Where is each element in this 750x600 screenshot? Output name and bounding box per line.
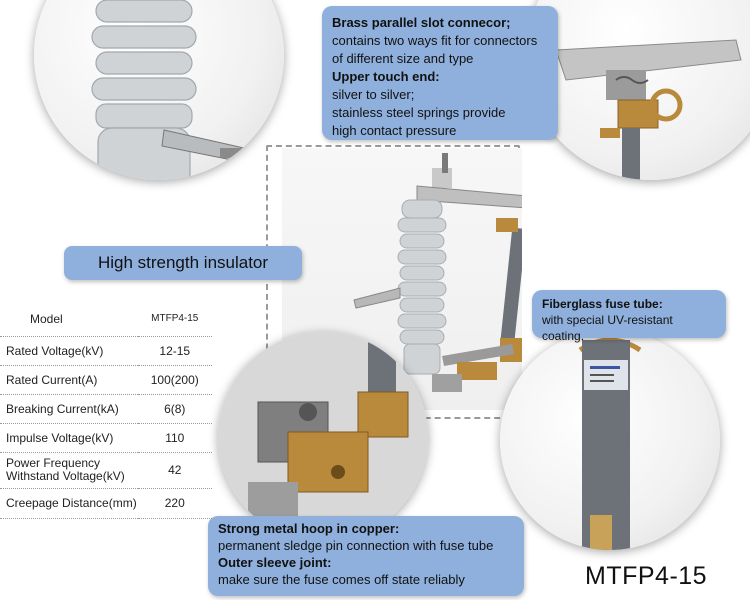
spec-label: Creepage Distance(mm) — [0, 488, 138, 519]
callout-text: make sure the fuse comes off state relia… — [218, 572, 465, 587]
fuse-cutout-illustration — [353, 153, 528, 392]
spec-label: Rated Voltage(kV) — [0, 336, 138, 366]
spec-label: Rated Current(A) — [0, 365, 138, 395]
callout-text: permanent sledge pin connection with fus… — [218, 538, 494, 553]
fuse-tube-closeup-graphic — [578, 337, 642, 550]
model-title: MTFP4-15 — [585, 562, 708, 590]
callout-title: Outer sleeve joint: — [218, 555, 332, 570]
spec-label: Impulse Voltage(kV) — [0, 423, 138, 453]
spec-value: MTFP4-15 — [137, 302, 212, 337]
callout-title: Strong metal hoop in copper: — [218, 521, 400, 536]
callout-text: contains two ways fit for connectors — [332, 33, 538, 48]
spec-table: Model MTFP4-15 Rated Voltage(kV) 12-15 R… — [0, 302, 212, 519]
hoop-closeup-graphic — [218, 332, 428, 542]
spec-row: Impulse Voltage(kV) 110 — [0, 423, 212, 453]
insulator-callout: High strength insulator — [64, 246, 302, 280]
spec-value: 12-15 — [137, 336, 212, 366]
callout-text: stainless steel springs provide — [332, 105, 506, 120]
spec-header-row: Model MTFP4-15 — [0, 302, 212, 337]
spec-value: 42 — [137, 452, 212, 489]
spec-row: Breaking Current(kA) 6(8) — [0, 394, 212, 424]
insulator-closeup — [34, 0, 284, 180]
callout-title: High strength insulator — [97, 253, 269, 272]
fuse-tube-closeup — [500, 330, 720, 550]
hoop-closeup — [218, 332, 428, 542]
spec-label: Power Frequency Withstand Voltage(kV) — [0, 452, 138, 489]
spec-label: Model — [0, 302, 138, 337]
spec-row: Rated Voltage(kV) 12-15 — [0, 336, 212, 366]
connector-closeup — [526, 0, 750, 180]
brass-connector-callout: Brass parallel slot connecor; contains t… — [322, 6, 558, 140]
spec-row: Creepage Distance(mm) 220 — [0, 488, 212, 519]
callout-text: of different size and type — [332, 51, 474, 66]
spec-value: 6(8) — [137, 394, 212, 424]
spec-label: Breaking Current(kA) — [0, 394, 138, 424]
fiberglass-callout: Fiberglass fuse tube: with special UV-re… — [532, 290, 726, 343]
hoop-callout: Strong metal hoop in copper: permanent s… — [208, 516, 524, 596]
spec-row: Power Frequency Withstand Voltage(kV) 42 — [0, 452, 212, 489]
callout-text: silver to silver; — [332, 87, 415, 102]
callout-text: high contact pressure — [332, 123, 457, 138]
connector-closeup-graphic — [555, 39, 742, 180]
callout-title: Upper touch end: — [332, 69, 440, 84]
callout-title: Fiberglass fuse tube: — [542, 297, 663, 311]
callout-title: Brass parallel slot connecor; — [332, 15, 511, 30]
spec-value: 110 — [137, 423, 212, 453]
callout-text: with special UV-resistant coating. — [542, 313, 673, 343]
spec-value: 220 — [137, 488, 212, 519]
spec-row: Rated Current(A) 100(200) — [0, 365, 212, 395]
insulator-closeup-graphic — [91, 0, 245, 180]
spec-value: 100(200) — [137, 365, 212, 395]
